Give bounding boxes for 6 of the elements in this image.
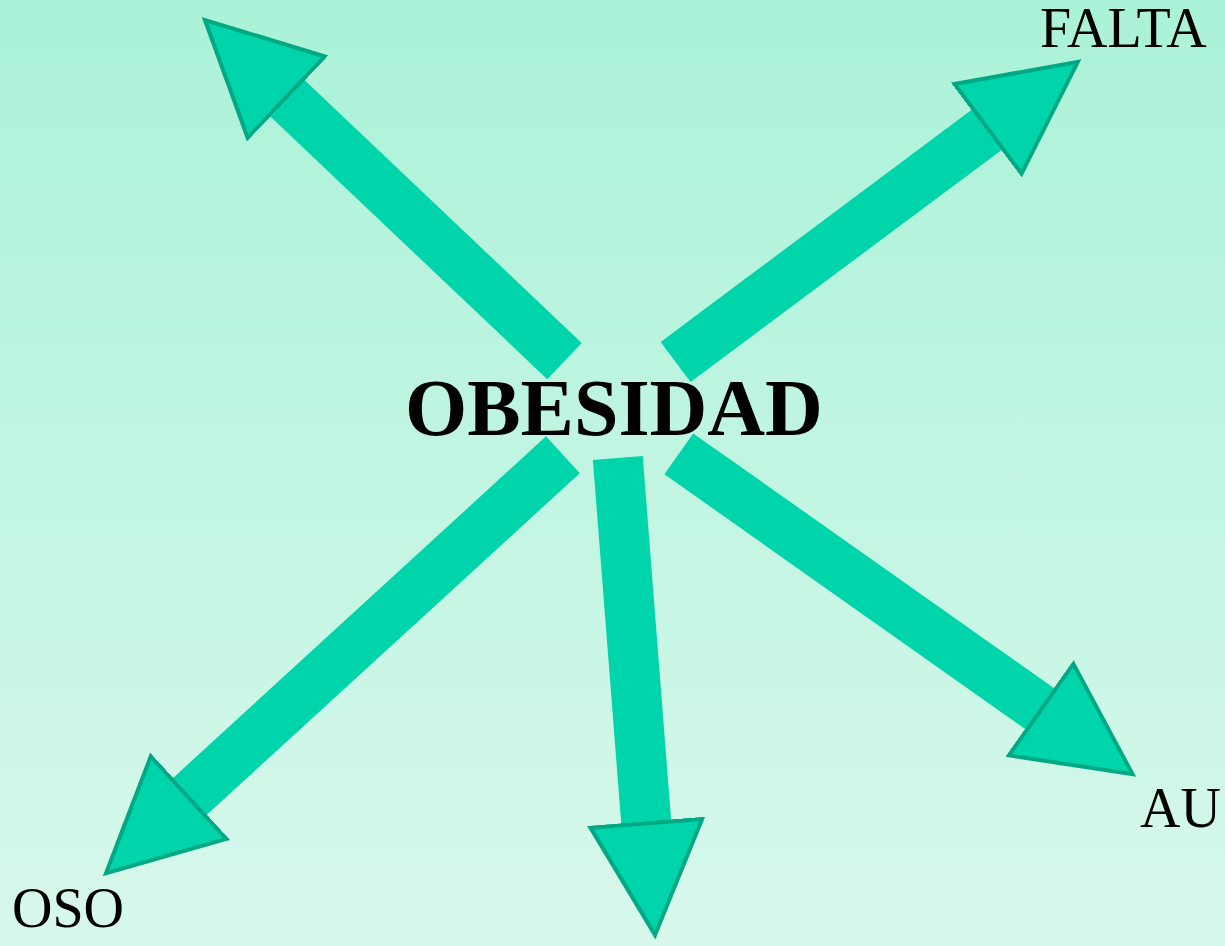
node-label: OBESIDAD bbox=[405, 368, 823, 448]
node-label: AU bbox=[1140, 780, 1221, 836]
node-label: OSO bbox=[12, 880, 125, 936]
block-arrow bbox=[660, 59, 1080, 383]
node-label: FALTA bbox=[1040, 0, 1207, 56]
block-arrow bbox=[588, 456, 705, 937]
